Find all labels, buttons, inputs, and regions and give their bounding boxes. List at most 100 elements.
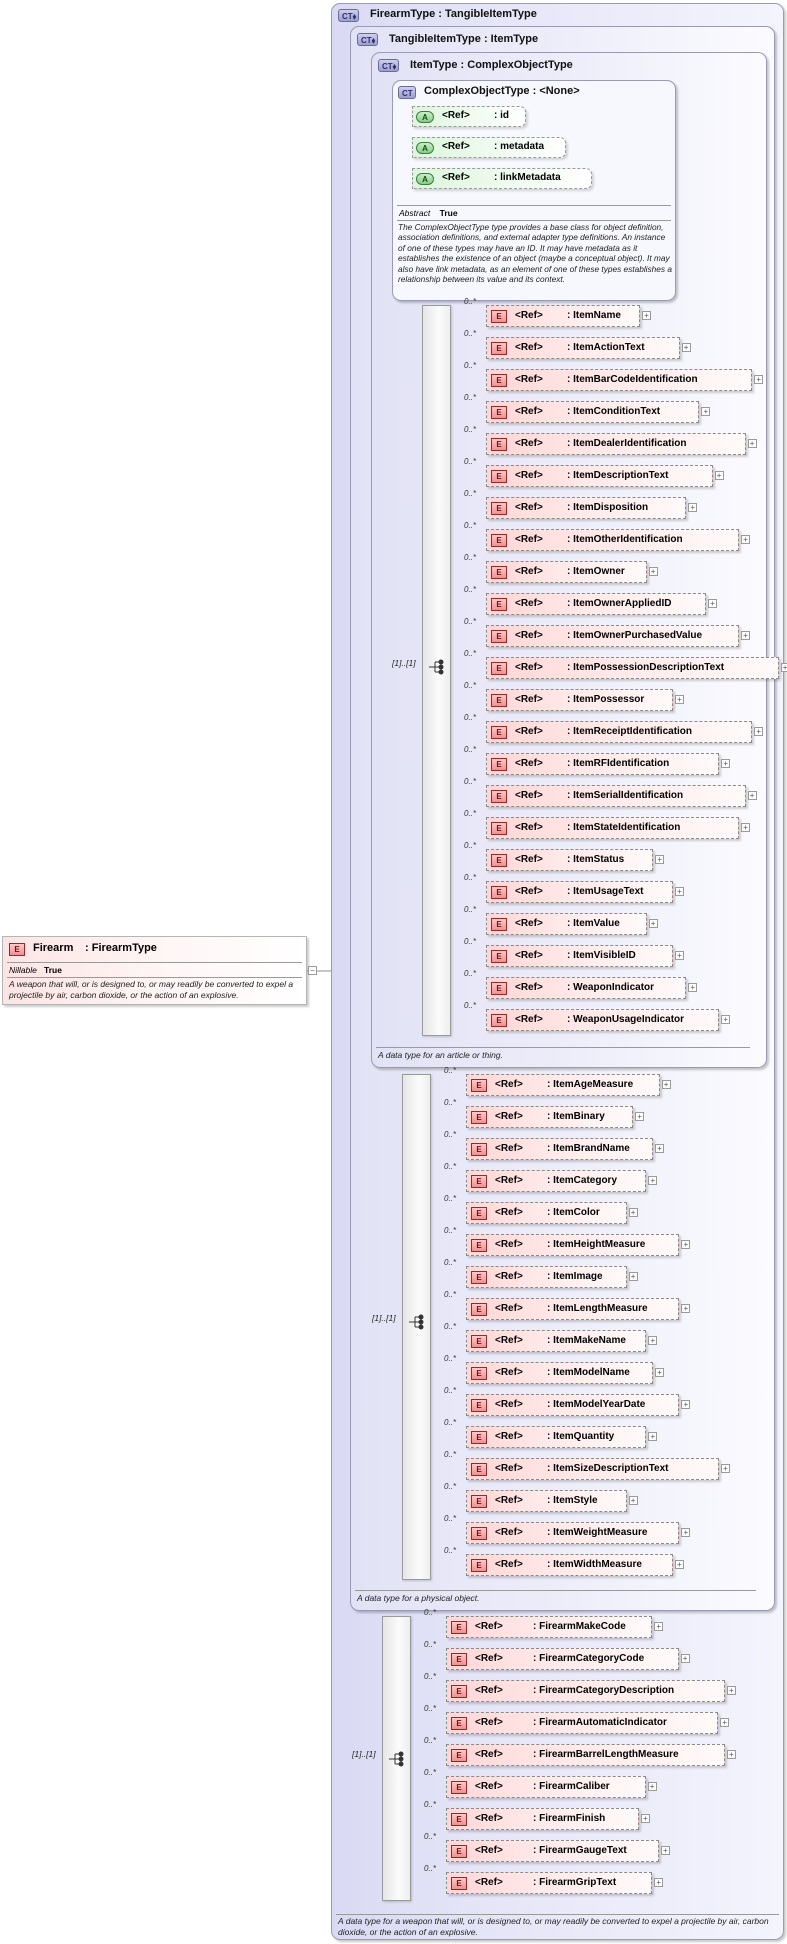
element-box[interactable]: E<Ref>: ItemPossessionDescriptionText <box>486 657 779 679</box>
expand-icon[interactable]: + <box>754 727 764 736</box>
element-box[interactable]: E<Ref>: ItemActionText <box>486 337 680 359</box>
expand-icon[interactable]: + <box>674 1560 684 1569</box>
element-box[interactable]: E<Ref>: ItemOwnerPurchasedValue <box>486 625 739 647</box>
element-box[interactable]: E<Ref>: FirearmGripText <box>446 1872 653 1894</box>
expand-icon[interactable]: + <box>647 1782 657 1791</box>
element-box[interactable]: E<Ref>: ItemMakeName <box>466 1330 647 1352</box>
expand-icon[interactable]: + <box>628 1208 638 1217</box>
expand-icon[interactable]: + <box>628 1496 638 1505</box>
expand-icon[interactable]: + <box>726 1686 736 1695</box>
expand-icon[interactable]: + <box>675 951 684 960</box>
element-box[interactable]: E<Ref>: ItemValue <box>486 913 647 935</box>
element-box[interactable]: E<Ref>: ItemOtherIdentification <box>486 529 739 551</box>
expand-icon[interactable]: + <box>741 535 750 544</box>
element-box[interactable]: E<Ref>: ItemStateIdentification <box>486 817 739 839</box>
expand-icon[interactable]: + <box>754 375 764 384</box>
expand-icon[interactable]: + <box>708 599 717 608</box>
element-box[interactable]: E<Ref>: WeaponUsageIndicator <box>486 1009 720 1031</box>
element-box[interactable]: E<Ref>: ItemDisposition <box>486 497 687 519</box>
element-box[interactable]: E<Ref>: ItemPossessor <box>486 689 673 711</box>
expand-icon[interactable]: + <box>648 567 658 576</box>
element-box[interactable]: E<Ref>: ItemQuantity <box>466 1426 647 1448</box>
element-box[interactable]: E<Ref>: ItemReceiptIdentification <box>486 721 753 743</box>
element-box[interactable]: E<Ref>: ItemUsageText <box>486 881 673 903</box>
expand-icon[interactable]: + <box>655 1368 664 1377</box>
sequence-compositor-itemtype[interactable] <box>422 305 451 1036</box>
expand-icon[interactable]: + <box>726 1750 736 1759</box>
expand-icon[interactable]: + <box>688 983 698 992</box>
expand-icon[interactable]: + <box>681 1304 691 1313</box>
expand-icon[interactable]: + <box>661 1080 671 1089</box>
element-box[interactable]: E<Ref>: ItemSizeDescriptionText <box>466 1458 719 1480</box>
element-box[interactable]: E<Ref>: WeaponIndicator <box>486 977 687 999</box>
expand-icon[interactable]: + <box>721 759 731 768</box>
expand-icon[interactable]: + <box>681 1528 691 1537</box>
expand-icon[interactable]: + <box>688 503 698 512</box>
element-box[interactable]: E<Ref>: FirearmGaugeText <box>446 1840 659 1862</box>
expand-icon[interactable]: + <box>654 1878 664 1887</box>
expand-icon[interactable]: + <box>680 1654 690 1663</box>
expand-icon[interactable]: + <box>635 1112 645 1121</box>
root-element-firearm[interactable]: E Firearm : FirearmType Nillable True A … <box>2 936 307 1005</box>
expand-icon[interactable]: − <box>308 966 317 975</box>
expand-icon[interactable]: + <box>648 919 658 928</box>
expand-icon[interactable]: + <box>648 1336 658 1345</box>
element-box[interactable]: E<Ref>: FirearmMakeCode <box>446 1616 653 1638</box>
element-box[interactable]: E<Ref>: ItemOwnerAppliedID <box>486 593 706 615</box>
expand-icon[interactable]: + <box>721 1015 731 1024</box>
expand-icon[interactable]: + <box>660 1846 670 1855</box>
expand-icon[interactable]: + <box>648 1176 658 1185</box>
expand-icon[interactable]: + <box>648 1432 658 1441</box>
element-box[interactable]: E<Ref>: ItemStyle <box>466 1490 627 1512</box>
element-box[interactable]: E<Ref>: ItemColor <box>466 1202 627 1224</box>
attribute-box[interactable]: A<Ref>: id <box>412 106 527 127</box>
expand-icon[interactable]: + <box>655 1144 664 1153</box>
element-box[interactable]: E<Ref>: ItemStatus <box>486 849 654 871</box>
attribute-box[interactable]: A<Ref>: metadata <box>412 137 566 158</box>
element-box[interactable]: E<Ref>: ItemSerialIdentification <box>486 785 746 807</box>
expand-icon[interactable]: + <box>747 439 757 448</box>
expand-icon[interactable]: + <box>655 855 665 864</box>
expand-icon[interactable]: + <box>747 791 757 800</box>
element-box[interactable]: E<Ref>: ItemAgeMeasure <box>466 1074 660 1096</box>
element-box[interactable]: E<Ref>: ItemBrandName <box>466 1138 653 1160</box>
expand-icon[interactable]: + <box>681 1240 691 1249</box>
element-box[interactable]: E<Ref>: ItemConditionText <box>486 401 700 423</box>
element-box[interactable]: E<Ref>: FirearmBarrelLengthMeasure <box>446 1744 725 1766</box>
expand-icon[interactable]: + <box>681 1400 691 1409</box>
element-box[interactable]: E<Ref>: ItemCategory <box>466 1170 647 1192</box>
element-box[interactable]: E<Ref>: FirearmCategoryDescription <box>446 1680 725 1702</box>
expand-icon[interactable]: + <box>720 1718 730 1727</box>
expand-icon[interactable]: + <box>641 1814 650 1823</box>
sequence-compositor-tangibleitemtype[interactable] <box>402 1074 431 1580</box>
expand-icon[interactable]: + <box>654 1622 664 1631</box>
expand-icon[interactable]: + <box>675 695 684 704</box>
expand-icon[interactable]: + <box>721 1464 730 1473</box>
element-box[interactable]: E<Ref>: ItemRFIdentification <box>486 753 720 775</box>
element-box[interactable]: E<Ref>: ItemWeightMeasure <box>466 1522 680 1544</box>
element-box[interactable]: E<Ref>: FirearmAutomaticIndicator <box>446 1712 719 1734</box>
expand-icon[interactable]: + <box>780 663 787 672</box>
element-box[interactable]: E<Ref>: ItemWidthMeasure <box>466 1554 673 1576</box>
element-box[interactable]: E<Ref>: ItemLengthMeasure <box>466 1298 680 1320</box>
element-box[interactable]: E<Ref>: ItemBinary <box>466 1106 634 1128</box>
expand-icon[interactable]: + <box>714 471 724 480</box>
element-box[interactable]: E<Ref>: ItemModelYearDate <box>466 1394 680 1416</box>
expand-icon[interactable]: + <box>701 407 711 416</box>
element-box[interactable]: E<Ref>: ItemImage <box>466 1266 627 1288</box>
element-box[interactable]: E<Ref>: ItemDealerIdentification <box>486 433 746 455</box>
expand-icon[interactable]: + <box>741 823 750 832</box>
expand-icon[interactable]: + <box>642 311 651 320</box>
element-box[interactable]: E<Ref>: FirearmCategoryCode <box>446 1648 679 1670</box>
element-box[interactable]: E<Ref>: ItemBarCodeIdentification <box>486 369 753 391</box>
attribute-box[interactable]: A<Ref>: linkMetadata <box>412 168 593 189</box>
expand-icon[interactable]: + <box>628 1272 638 1281</box>
sequence-compositor-firearmtype[interactable] <box>382 1616 411 1901</box>
element-box[interactable]: E<Ref>: ItemOwner <box>486 561 647 583</box>
element-box[interactable]: E<Ref>: ItemDescriptionText <box>486 465 713 487</box>
element-box[interactable]: E<Ref>: FirearmCaliber <box>446 1776 646 1798</box>
element-box[interactable]: E<Ref>: ItemHeightMeasure <box>466 1234 680 1256</box>
expand-icon[interactable]: + <box>675 887 684 896</box>
expand-icon[interactable]: + <box>681 343 691 352</box>
expand-icon[interactable]: + <box>741 631 750 640</box>
